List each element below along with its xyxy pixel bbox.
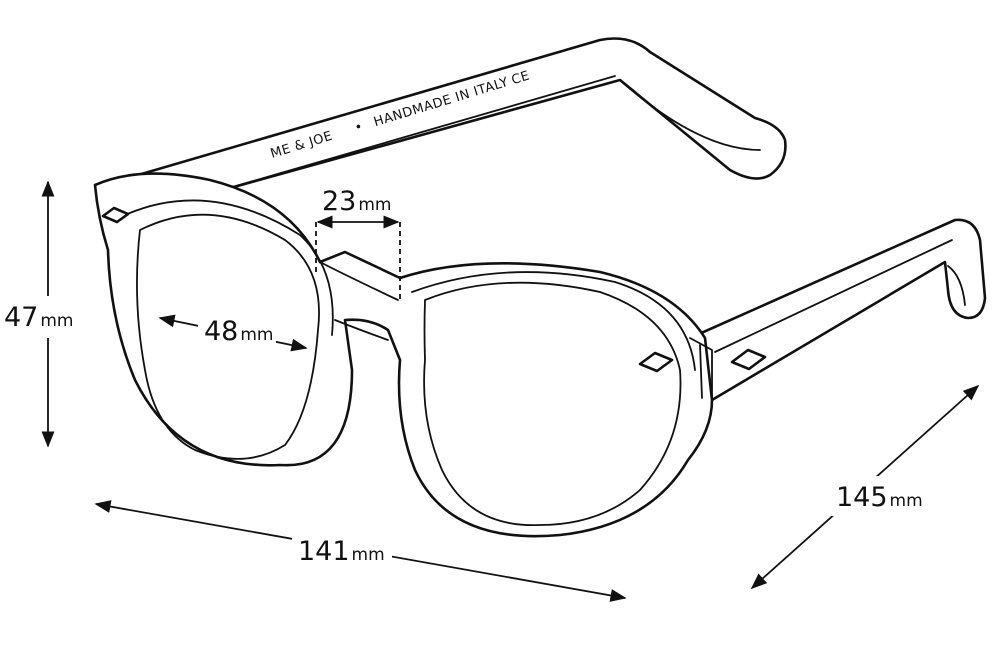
rivet-left-icon	[101, 206, 130, 224]
bridge-unit: mm	[358, 195, 391, 215]
temple-length-value: 145	[836, 482, 888, 513]
rivet-right-icon	[638, 351, 674, 373]
lens-height-value: 47	[4, 302, 38, 333]
temple-length-unit: mm	[890, 491, 923, 511]
far-temple-arm	[136, 37, 787, 197]
lens-width-unit: mm	[240, 325, 273, 345]
bridge-value: 23	[322, 186, 356, 217]
front-frame	[93, 172, 714, 538]
lens-height-unit: mm	[40, 311, 73, 331]
frame-width-unit: mm	[352, 545, 385, 565]
lens-width-value: 48	[204, 316, 238, 347]
near-temple-arm	[688, 218, 987, 402]
ce-mark-icon: CE	[510, 68, 532, 88]
frame-width-value: 141	[298, 536, 350, 567]
rivet-temple-icon	[730, 348, 767, 371]
